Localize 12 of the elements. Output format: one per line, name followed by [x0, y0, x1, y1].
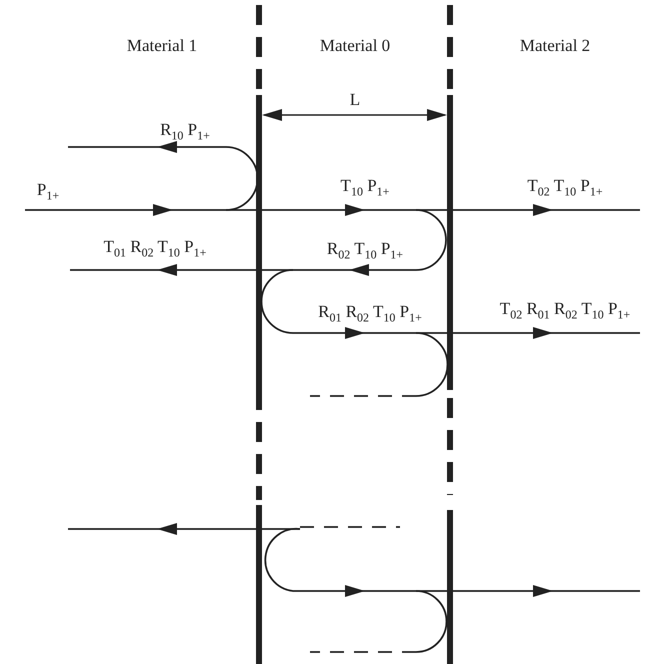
- ray-label: T$_{02}$ R$_{01}$ R$_{02}$ T$_{10}$ P$_{1+}$: [500, 299, 630, 324]
- material-label: Material 0: [320, 36, 390, 56]
- ray-label: R$_{01}$ R$_{02}$ T$_{10}$ P$_{1+}$: [318, 302, 422, 326]
- ray-label: R$_{02}$ T$_{10}$ P$_{1+}$: [326, 239, 404, 264]
- ray-label: P$_{1+}$: [36, 180, 60, 204]
- ray-label: T$_{10}$ P$_{1+}$: [340, 176, 390, 200]
- ray-label: T$_{01}$ R$_{02}$ T$_{10}$ P$_{1+}$: [104, 237, 206, 262]
- dimension-label: L: [350, 90, 360, 110]
- material-label: Material 2: [520, 36, 590, 56]
- ray-label: R$_{10}$ P$_{1+}$: [160, 120, 210, 144]
- ray-label: T$_{02}$ T$_{10}$ P$_{1+}$: [527, 176, 603, 200]
- material-label: Material 1: [126, 36, 198, 56]
